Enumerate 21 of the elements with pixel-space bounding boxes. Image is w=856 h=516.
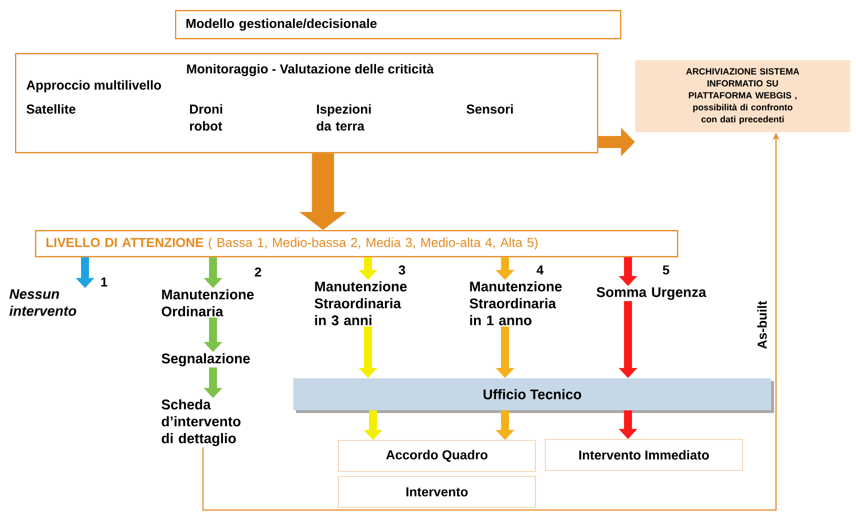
monitoring-box: Monitoraggio - Valutazione delle criticità Approccio multilivello Satellite Droni robot Ispezioni da terra Sensori <box>15 53 598 154</box>
outcome-text: Manutenzione Ordinaria <box>162 289 254 316</box>
level-number: 2 <box>254 267 262 277</box>
attention-level-box: LIVELLO DI ATTENZIONE ( Bassa 1, Medio-bassa 2, Media 3, Medio-alta 4, Alta 5) <box>35 230 678 258</box>
level-number: 1 <box>101 278 108 286</box>
level-number: 4 <box>536 266 544 274</box>
step-text: Segnalazione <box>162 353 250 366</box>
office-bar: Ufficio Tecnico <box>293 378 774 413</box>
level-number: 3 <box>398 265 406 275</box>
outcome-text: Manutenzione Straordinaria in 3 anni <box>314 281 407 326</box>
edge-label: As-built <box>757 301 767 349</box>
result-box: Accordo Quadro <box>338 440 536 472</box>
result-box: Intervento <box>338 476 536 508</box>
result-box: Intervento Immediato <box>545 439 743 471</box>
level-number: 5 <box>662 265 670 274</box>
outcome-text: Manutenzione Straordinaria in 1 anno <box>470 281 562 326</box>
step-text: Scheda d’intervento di dettaglio <box>162 399 240 446</box>
outcome-text: Somma Urgenza <box>596 287 706 300</box>
outcome-text: Nessun intervento <box>9 289 76 316</box>
model-box: Modello gestionale/decisionale <box>175 10 622 40</box>
archive-box: ARCHIVIAZIONE SISTEMA INFORMATIO SU PIATTAFORMA WEBGIS , possibilità di confronto con dati precedenti <box>635 60 850 132</box>
